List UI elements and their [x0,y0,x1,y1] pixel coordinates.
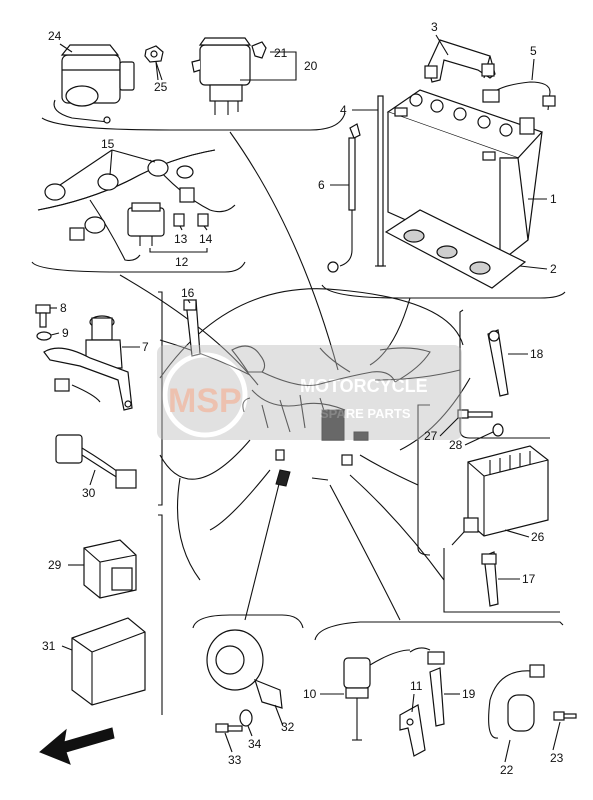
battery-band-part-3 [424,39,496,83]
callout-11: 11 [410,679,423,693]
callout-29: 29 [48,558,62,572]
watermark-line1: MOTORCYCLE [300,376,428,396]
front-arrow-icon [39,727,115,765]
callout-24: 24 [48,29,62,43]
callout-16: 16 [181,286,195,300]
washer-part-34 [239,709,253,727]
callout-23: 23 [550,751,564,765]
band-part-16 [183,299,201,357]
callout-12: 12 [175,255,189,269]
label-leaders [50,34,561,763]
bracket-20-21 [240,51,297,81]
callout-5: 5 [530,44,537,58]
callout-30: 30 [82,486,96,500]
callout-3: 3 [431,20,438,34]
section-borders [31,112,566,715]
leader-15 [59,149,156,186]
clip-part-21 [251,41,267,59]
washer-part-9 [36,331,52,341]
screw-part-23 [553,711,577,721]
battery-pad-part-2 [384,209,527,289]
nut-part-25 [144,45,164,81]
callout-31: 31 [42,639,56,653]
callout-18: 18 [530,347,544,361]
callout-6: 6 [318,178,325,192]
fuse-box-part-12 [127,202,165,246]
battery-cable-part-5 [482,81,556,135]
callout-33: 33 [228,753,242,767]
watermark-logo: MSP [168,382,242,420]
watermark: MSP MOTORCYCLE SPARE PARTS [157,345,462,440]
bolt-part-8 [35,304,51,328]
horn-part-32 [206,629,283,709]
relay-part-29 [83,539,137,599]
band-part-19 [409,647,445,727]
rectifier-part-26 [451,445,549,546]
leader-lines [119,131,461,621]
callout-25: 25 [154,80,168,94]
callout-28: 28 [449,438,463,452]
callout-14: 14 [199,232,213,246]
switch-part-10 [343,649,411,741]
callout-4: 4 [340,103,347,117]
callout-1: 1 [550,192,557,206]
callout-13: 13 [174,232,188,246]
callout-26: 26 [531,530,545,544]
main-switch-part-7 [43,315,133,411]
callout-2: 2 [550,262,557,276]
minus-lead-part-6 [327,123,361,273]
band-part-18 [487,329,509,397]
washer-part-28 [492,423,504,437]
callout-7: 7 [142,340,149,354]
callout-34: 34 [248,737,262,751]
relay-part-20 [191,37,252,115]
callout-8: 8 [60,301,67,315]
callout-20: 20 [304,59,318,73]
callout-22: 22 [500,763,514,777]
callout-labels: 1 2 3 4 5 6 7 8 9 10 11 12 13 14 15 16 1… [42,20,564,777]
watermark-line2: SPARE PARTS [320,406,411,421]
band-part-17 [481,551,499,607]
callout-27: 27 [424,429,438,443]
breather-pipe-part-4 [375,95,386,267]
bracket-12 [149,248,208,253]
callout-17: 17 [522,572,536,586]
bolt-part-27 [457,409,493,419]
callout-19: 19 [462,687,476,701]
wire-harness-main [231,345,431,487]
bolt-part-33 [215,723,243,733]
fuse-part-13 [173,213,185,227]
callout-32: 32 [281,720,295,734]
harness-bundle-part-15 [37,149,236,261]
callout-9: 9 [62,326,69,340]
sub-harness-part-30 [55,434,137,489]
bracket-part-11 [399,704,426,757]
harness-frame [159,288,471,581]
flasher-relay-part-24 [53,44,135,124]
fuse-part-14 [197,213,209,227]
callout-21: 21 [274,46,288,60]
condenser-part-22 [488,664,545,739]
control-unit-part-31 [71,617,146,706]
callout-15: 15 [101,137,115,151]
callout-10: 10 [303,687,317,701]
